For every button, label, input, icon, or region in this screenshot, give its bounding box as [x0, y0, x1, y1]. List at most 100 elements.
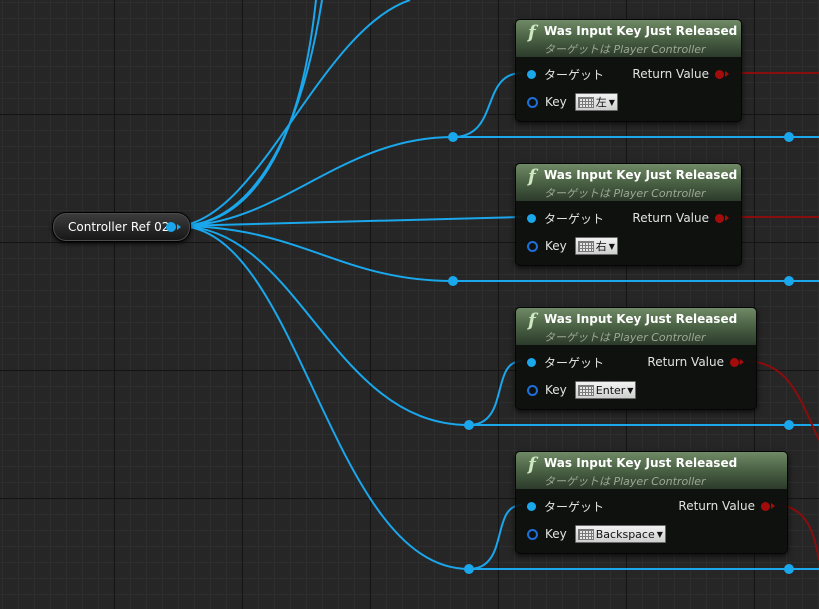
- return-pin-label: Return Value: [632, 67, 709, 81]
- key-selector-dropdown[interactable]: Backspace ▼: [574, 525, 666, 543]
- key-selector-dropdown[interactable]: 右 ▼: [574, 237, 618, 255]
- pin-arrow-icon: [771, 503, 775, 509]
- node-subtitle: ターゲットは Player Controller: [544, 187, 706, 200]
- target-pin-label: ターゲット: [544, 67, 605, 82]
- keyboard-icon: [577, 384, 594, 396]
- wire-bool-3: [743, 360, 819, 441]
- wire-object-target-4: [468, 504, 523, 570]
- return-pin-row: Return Value: [647, 353, 744, 371]
- target-input-pin[interactable]: [527, 501, 536, 511]
- key-pin-row: Key 左 ▼: [527, 93, 618, 111]
- key-selector-value: 左: [595, 96, 607, 109]
- key-pin-label: Key: [545, 527, 567, 541]
- wire-object-target-2: [177, 216, 523, 227]
- function-icon: f: [528, 310, 536, 331]
- node-title: Was Input Key Just Released: [544, 456, 738, 470]
- key-pin-row: Key Backspace ▼: [527, 525, 666, 543]
- key-selector-dropdown[interactable]: Enter ▼: [574, 381, 637, 399]
- reroute-knot[interactable]: [448, 276, 458, 286]
- return-pin-row: Return Value: [678, 497, 775, 515]
- key-selector-value: Enter: [595, 383, 626, 397]
- function-icon: f: [528, 166, 536, 187]
- key-selector-dropdown[interactable]: 左 ▼: [574, 93, 618, 111]
- wire-object-up-3: [177, 0, 411, 227]
- return-output-pin[interactable]: [715, 213, 724, 223]
- target-pin-label: ターゲット: [544, 211, 605, 226]
- was-input-key-just-released-node[interactable]: f Was Input Key Just Released ターゲットは Pla…: [515, 451, 788, 554]
- object-output-pin[interactable]: [166, 222, 176, 232]
- function-icon: f: [528, 22, 536, 43]
- node-header: f Was Input Key Just Released ターゲットは Pla…: [516, 164, 741, 201]
- wire-object-target-1: [452, 72, 523, 138]
- return-pin-row: Return Value: [632, 65, 729, 83]
- keyboard-icon: [577, 240, 594, 252]
- chevron-down-icon: ▼: [608, 241, 615, 251]
- node-title: Was Input Key Just Released: [544, 24, 738, 38]
- reroute-knot[interactable]: [784, 132, 794, 142]
- return-pin-row: Return Value: [632, 209, 729, 227]
- return-output-pin[interactable]: [715, 69, 724, 79]
- pin-arrow-icon: [725, 71, 729, 77]
- target-pin-label: ターゲット: [544, 499, 605, 514]
- was-input-key-just-released-node[interactable]: f Was Input Key Just Released ターゲットは Pla…: [515, 307, 757, 410]
- node-header: f Was Input Key Just Released ターゲットは Pla…: [516, 20, 741, 57]
- key-selector-value: 右: [595, 240, 607, 253]
- node-subtitle: ターゲットは Player Controller: [544, 475, 706, 488]
- return-pin-label: Return Value: [647, 355, 724, 369]
- wire-object-target-3: [468, 360, 523, 426]
- node-header: f Was Input Key Just Released ターゲットは Pla…: [516, 452, 787, 489]
- node-header: f Was Input Key Just Released ターゲットは Pla…: [516, 308, 756, 345]
- chevron-down-icon: ▼: [608, 97, 615, 107]
- wire-object-reroute-1: [177, 136, 454, 227]
- pin-arrow-icon: [740, 359, 744, 365]
- reroute-knot[interactable]: [784, 420, 794, 430]
- target-pin-row: ターゲット: [527, 497, 604, 515]
- return-output-pin[interactable]: [761, 501, 770, 511]
- controller-ref-variable-node[interactable]: Controller Ref 02: [52, 212, 191, 242]
- key-input-pin[interactable]: [527, 384, 538, 396]
- reroute-knot[interactable]: [464, 420, 474, 430]
- wire-object-up-1: [177, 0, 317, 227]
- key-selector-value: Backspace: [595, 527, 655, 541]
- target-input-pin[interactable]: [527, 213, 536, 223]
- function-icon: f: [528, 454, 536, 475]
- was-input-key-just-released-node[interactable]: f Was Input Key Just Released ターゲットは Pla…: [515, 19, 742, 122]
- return-output-pin[interactable]: [730, 357, 739, 367]
- wire-object-reroute-2: [177, 225, 454, 282]
- key-input-pin[interactable]: [527, 240, 538, 252]
- key-input-pin[interactable]: [527, 528, 538, 540]
- target-pin-row: ターゲット: [527, 65, 604, 83]
- key-pin-row: Key Enter ▼: [527, 381, 637, 399]
- key-pin-label: Key: [545, 383, 567, 397]
- pin-arrow-icon: [725, 215, 729, 221]
- target-input-pin[interactable]: [527, 357, 536, 367]
- target-input-pin[interactable]: [527, 69, 536, 79]
- keyboard-icon: [577, 528, 594, 540]
- node-title: Was Input Key Just Released: [544, 312, 738, 326]
- reroute-knot[interactable]: [448, 132, 458, 142]
- node-subtitle: ターゲットは Player Controller: [544, 331, 706, 344]
- key-pin-row: Key 右 ▼: [527, 237, 618, 255]
- pin-arrow-icon: [177, 224, 181, 230]
- return-pin-label: Return Value: [678, 499, 755, 513]
- wire-object-reroute-4: [177, 225, 470, 570]
- return-pin-label: Return Value: [632, 211, 709, 225]
- key-input-pin[interactable]: [527, 96, 538, 108]
- reroute-knot[interactable]: [784, 564, 794, 574]
- keyboard-icon: [577, 96, 594, 108]
- wire-object-reroute-3: [177, 225, 470, 426]
- wire-object-up-2: [177, 0, 323, 227]
- key-pin-label: Key: [545, 239, 567, 253]
- target-pin-row: ターゲット: [527, 353, 604, 371]
- target-pin-label: ターゲット: [544, 355, 605, 370]
- reroute-knot[interactable]: [784, 276, 794, 286]
- chevron-down-icon: ▼: [656, 529, 663, 539]
- target-pin-row: ターゲット: [527, 209, 604, 227]
- key-pin-label: Key: [545, 95, 567, 109]
- chevron-down-icon: ▼: [627, 385, 634, 395]
- node-title: Was Input Key Just Released: [544, 168, 738, 182]
- reroute-knot[interactable]: [464, 564, 474, 574]
- variable-label: Controller Ref 02: [68, 220, 170, 234]
- was-input-key-just-released-node[interactable]: f Was Input Key Just Released ターゲットは Pla…: [515, 163, 742, 266]
